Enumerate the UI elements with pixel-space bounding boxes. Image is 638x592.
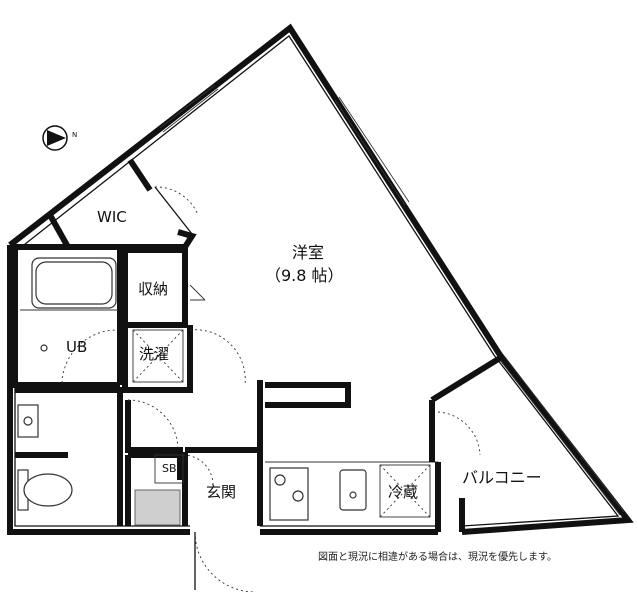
entrance-door-swing — [194, 531, 256, 592]
disclaimer-note: 図面と現況に相違がある場合は、現況を優先します。 — [318, 552, 557, 563]
entrance-step — [134, 489, 181, 526]
sink-drain — [349, 491, 357, 499]
storage-door — [189, 284, 206, 301]
fridge-cross — [379, 464, 431, 518]
balcony-wall — [429, 355, 502, 532]
burner-2 — [292, 490, 304, 502]
storage-label: 収納 — [138, 280, 169, 298]
compass-north-label: N — [72, 131, 78, 139]
toilet-door-swing — [127, 399, 179, 449]
fridge-label: 冷蔵 — [388, 483, 419, 501]
western-room-label: 洋室 — [292, 243, 325, 262]
compass-icon — [42, 125, 68, 151]
laundry-label: 洗濯 — [139, 345, 170, 363]
shoe-box-label: SB — [162, 462, 177, 475]
entrance-label: 玄関 — [206, 483, 237, 501]
fridge-space — [379, 464, 431, 518]
window-diagonal — [159, 84, 625, 516]
laundry-pan — [132, 329, 184, 383]
outer-wall — [7, 23, 634, 535]
kitchen-wall — [257, 380, 351, 526]
bathtub-inner — [35, 261, 113, 305]
ub-drain — [40, 344, 48, 352]
wic-label: WIC — [97, 208, 127, 226]
storage-door-swing — [189, 329, 246, 386]
ub-door-swing — [61, 329, 119, 384]
shoe-box — [154, 454, 184, 484]
toilet-wall — [15, 387, 183, 526]
washbasin-bowl — [23, 416, 33, 426]
sb-door-swing — [182, 454, 214, 486]
wic-door — [154, 186, 193, 235]
sink — [339, 469, 367, 511]
ub-wall — [12, 250, 123, 388]
western-room-size: （9.8 帖） — [265, 266, 344, 285]
unit-bath-label: UB — [66, 338, 88, 356]
balcony-door-swing — [437, 411, 481, 456]
entrance-wall — [125, 447, 263, 526]
burner-1 — [274, 474, 286, 486]
laundry-cross — [132, 329, 184, 383]
balcony-label: バルコニー — [462, 468, 542, 487]
wic-door-swing — [154, 186, 199, 216]
toilet-bowl — [23, 473, 73, 507]
storage-wall — [122, 247, 193, 393]
